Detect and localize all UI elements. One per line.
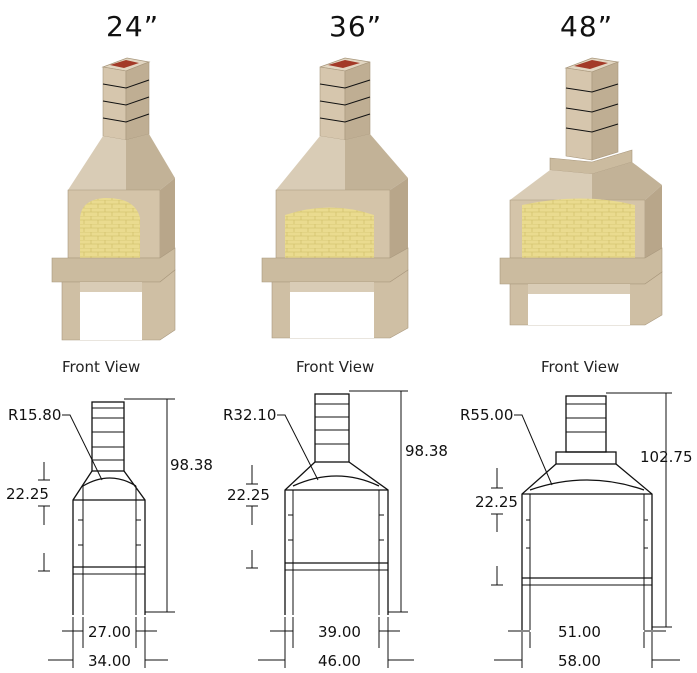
outer-width-label-36: 46.00	[318, 652, 361, 670]
model-title-36: 36”	[329, 10, 383, 43]
height-label-24: 98.38	[170, 456, 213, 474]
opening-label-24: 22.25	[6, 485, 49, 503]
front-view-label-48: Front View	[541, 358, 620, 376]
radius-label-36: R32.10	[223, 406, 276, 424]
render-36-fireplace	[261, 57, 409, 339]
model-title-48: 48”	[560, 10, 614, 43]
render-24-fireplace	[51, 57, 176, 341]
inner-width-label-48: 51.00	[558, 623, 601, 641]
radius-label-48: R55.00	[460, 406, 513, 424]
outer-width-label-24: 34.00	[88, 652, 131, 670]
height-label-48: 102.75	[640, 448, 693, 466]
inner-width-label-36: 39.00	[318, 623, 361, 641]
opening-label-36: 22.25	[227, 486, 270, 504]
model-title-24: 24”	[106, 10, 160, 43]
front-view-label-36: Front View	[296, 358, 375, 376]
render-48-fireplace	[499, 57, 663, 326]
outer-width-label-48: 58.00	[558, 652, 601, 670]
front-view-label-24: Front View	[62, 358, 141, 376]
inner-width-label-24: 27.00	[88, 623, 131, 641]
height-label-36: 98.38	[405, 442, 448, 460]
front-view-drawing-24	[38, 398, 175, 668]
opening-label-48: 22.25	[475, 493, 518, 511]
front-view-drawing-48	[491, 392, 680, 668]
radius-label-24: R15.80	[8, 406, 61, 424]
front-view-drawing-36	[246, 390, 414, 668]
